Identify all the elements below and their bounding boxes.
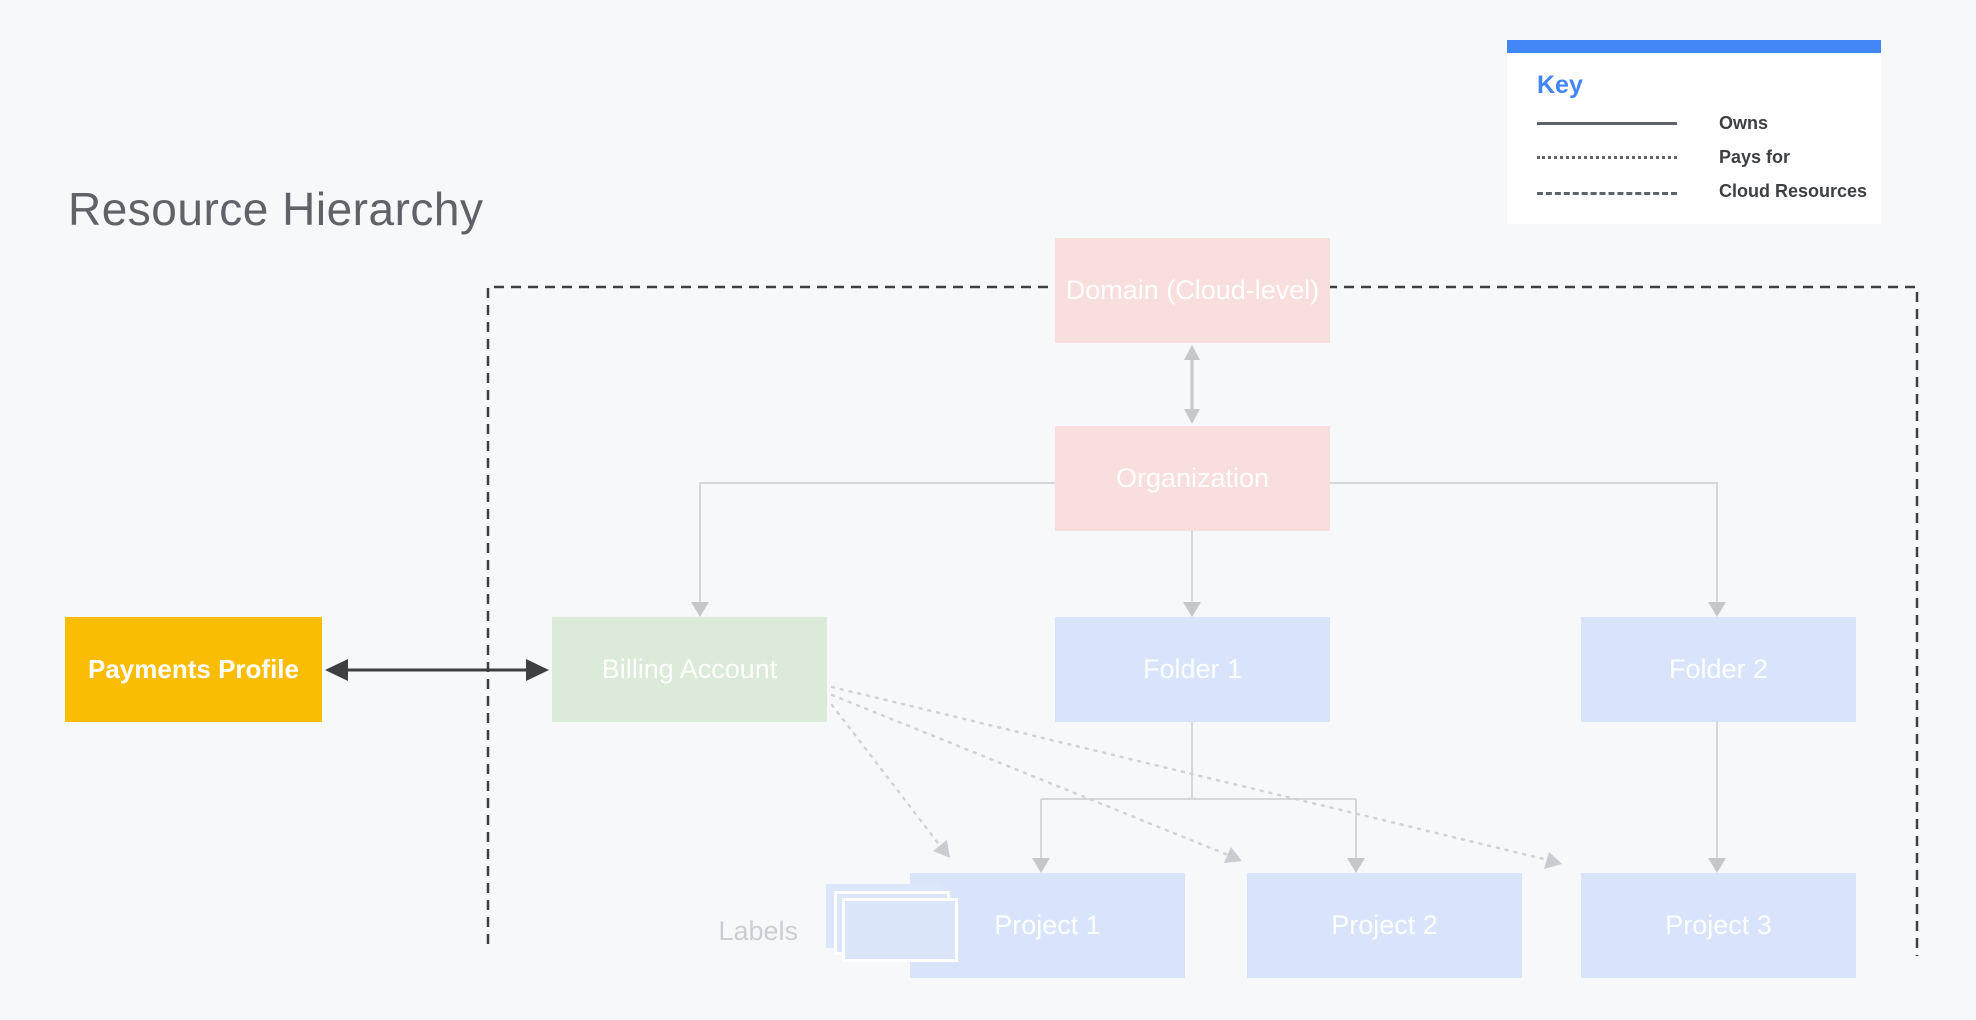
node-folder-2-label: Folder 2 [1668, 654, 1769, 684]
arrowhead-billing [691, 602, 709, 617]
billing-to-project3-dotted [830, 685, 1550, 862]
labels-cards-icon [826, 884, 961, 964]
arrowhead-project2 [1347, 858, 1365, 873]
folder1-children-connector [1040, 722, 1357, 858]
owns-line-sample [1537, 122, 1677, 125]
billing-to-project1-dotted [830, 703, 943, 849]
legend-label-pays-for: Pays for [1719, 147, 1791, 167]
legend-accent-bar [1507, 40, 1881, 53]
domain-org-double-arrow [1184, 345, 1200, 424]
arrowhead-folder2 [1708, 602, 1726, 617]
payments-billing-double-arrow [325, 659, 549, 681]
cloud-resources-line-sample [1537, 192, 1677, 195]
labels-caption: Labels [718, 916, 798, 946]
arrowhead-project3 [1708, 858, 1726, 873]
node-payments-profile: Payments Profile [65, 617, 322, 722]
node-project-1-label: Project 1 [994, 910, 1101, 940]
node-project-3: Project 3 [1581, 873, 1856, 978]
legend-label-owns: Owns [1719, 113, 1769, 133]
node-payments-profile-label: Payments Profile [88, 654, 299, 684]
owns-arrowheads [691, 602, 1726, 873]
arrowhead-project1 [1032, 858, 1050, 873]
node-folder-1: Folder 1 [1055, 617, 1330, 722]
card-front [842, 898, 958, 962]
node-organization-label: Organization [1115, 463, 1270, 493]
pays-for-arrowheads [933, 840, 1562, 869]
arrowhead-folder1 [1183, 602, 1201, 617]
billing-to-project2-dotted [830, 693, 1230, 857]
node-project-2-label: Project 2 [1331, 910, 1438, 940]
node-folder-2: Folder 2 [1581, 617, 1856, 722]
node-project-3-label: Project 3 [1665, 910, 1772, 940]
page-title: Resource Hierarchy [68, 183, 484, 235]
node-folder-1-label: Folder 1 [1142, 654, 1243, 684]
org-to-folder2-connector [1330, 482, 1718, 602]
node-billing-account-label: Billing Account [601, 654, 778, 684]
node-organization: Organization [1055, 426, 1330, 531]
node-domain: Domain (Cloud-level) [1055, 238, 1330, 343]
cloud-resources-boundary [486, 285, 1919, 956]
node-billing-account: Billing Account [552, 617, 827, 722]
node-project-2: Project 2 [1247, 873, 1522, 978]
legend-title: Key [1537, 71, 1583, 99]
owns-connectors [699, 482, 1718, 858]
pays-for-connectors [830, 685, 1550, 862]
legend-label-cloud-resources: Cloud Resources [1719, 181, 1868, 201]
pays-for-line-sample [1537, 156, 1677, 159]
node-domain-label: Domain (Cloud-level) [1065, 275, 1320, 305]
legend: Key Owns Pays for Cloud Resources [1507, 40, 1881, 224]
org-to-billing-connector [699, 482, 1055, 602]
